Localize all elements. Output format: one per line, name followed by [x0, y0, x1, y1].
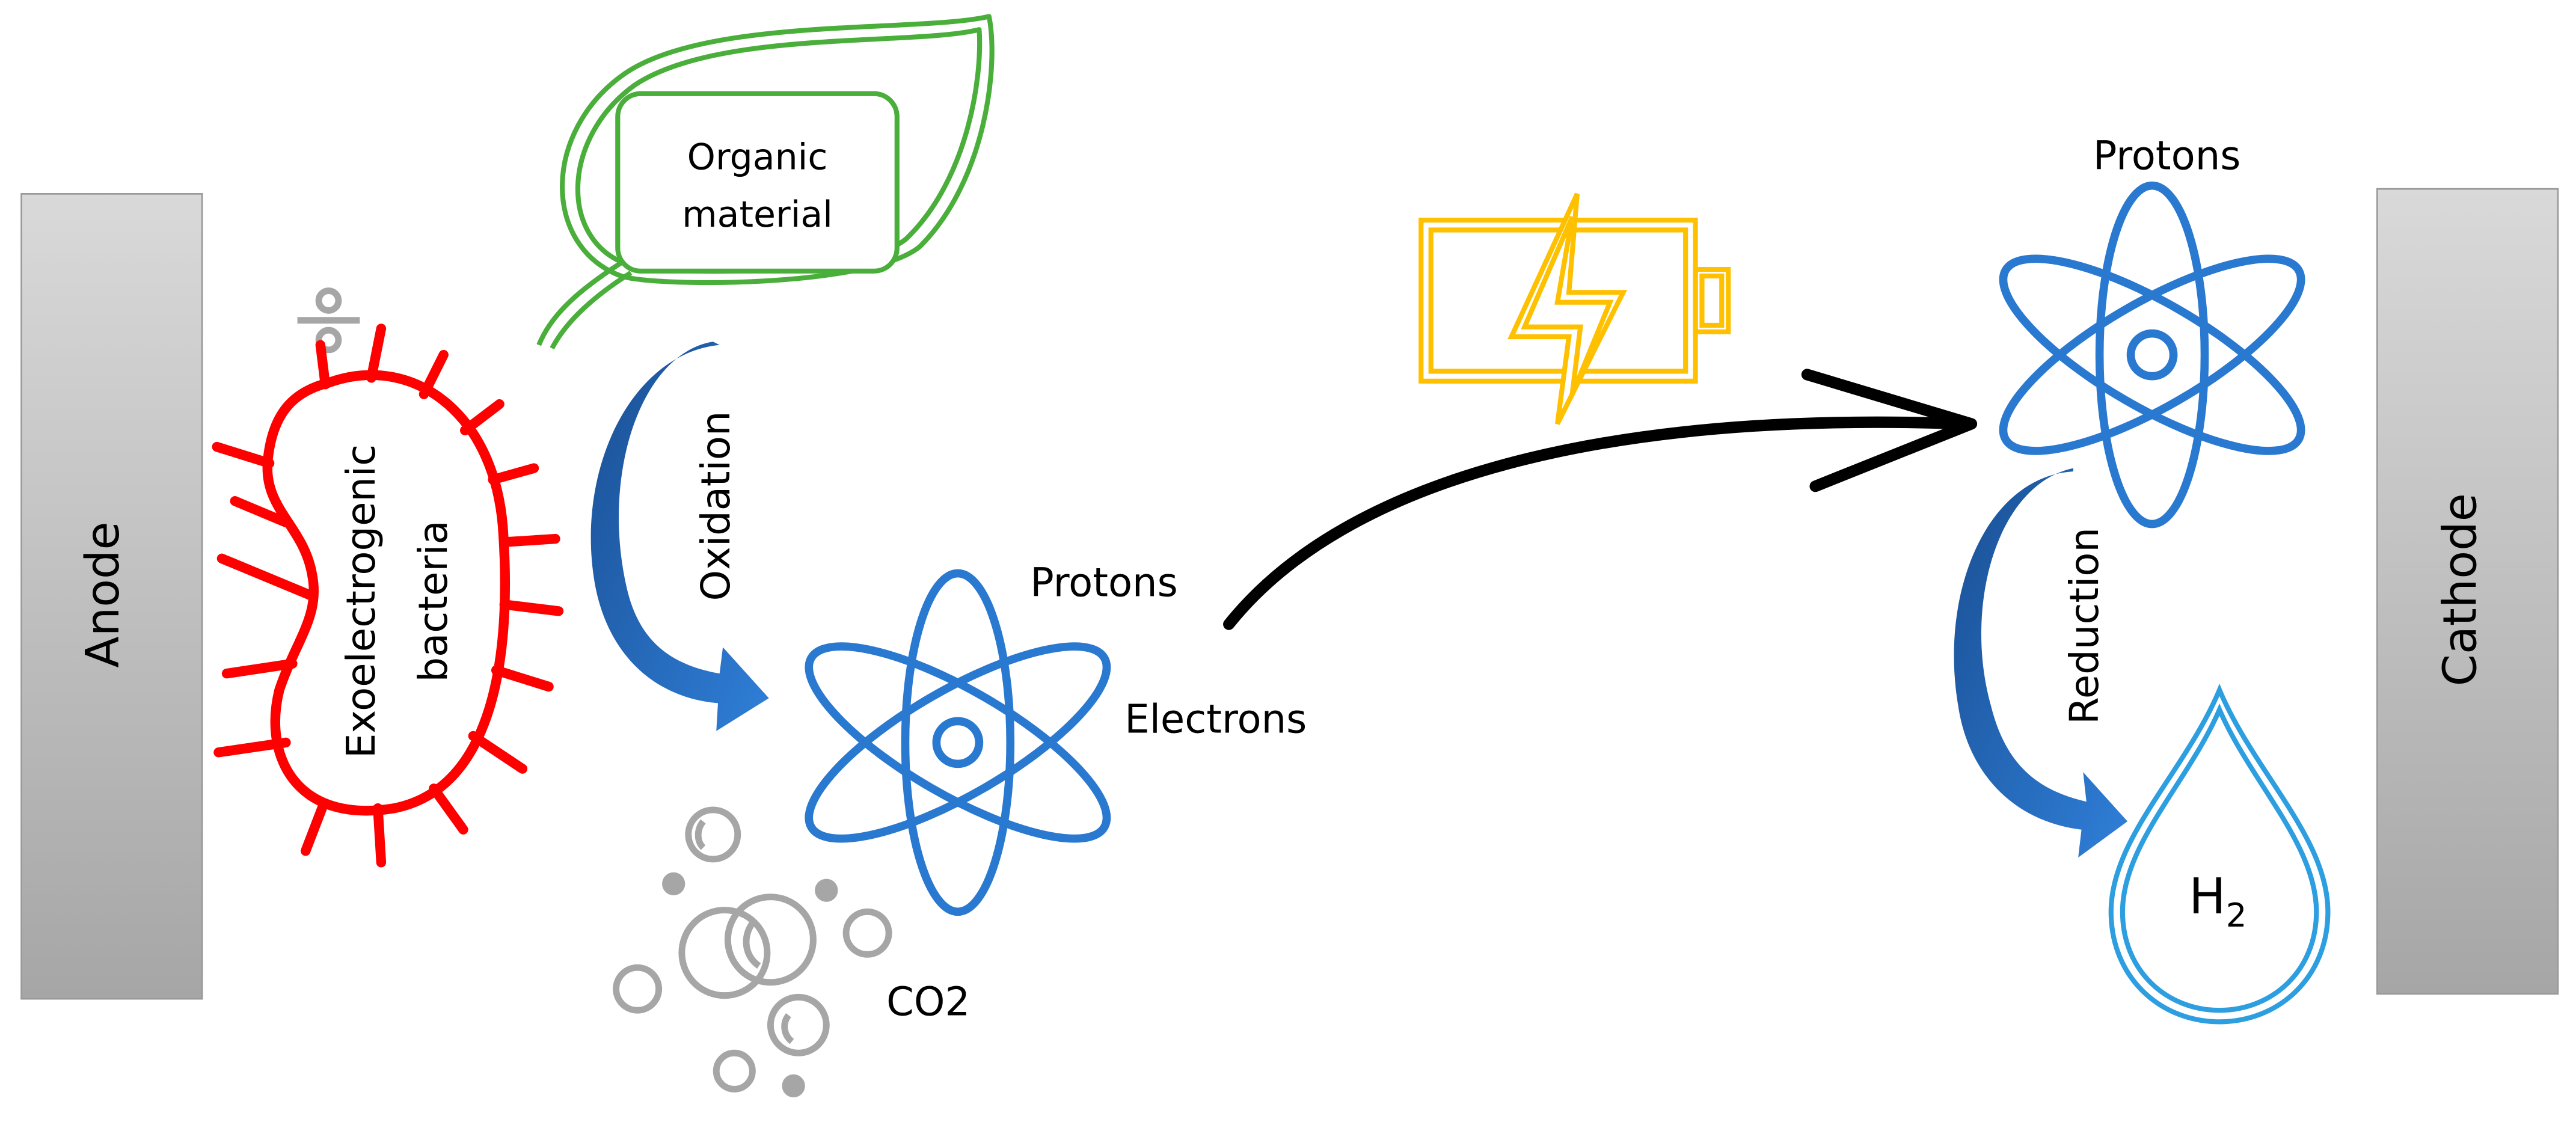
curved-arrow-icon	[1954, 468, 2128, 858]
leaf-label-line1: Organic	[687, 136, 828, 178]
electron-flow-arrow	[1223, 369, 1978, 630]
anode-electrode: Anode	[20, 193, 203, 1000]
hydrogen-label: H2	[2189, 868, 2246, 934]
reduction-arrow	[1954, 468, 2128, 858]
hydrogen-subscript: 2	[2226, 896, 2247, 934]
division-icon	[297, 287, 360, 354]
droplet-icon	[2108, 683, 2331, 1025]
co2-label: CO2	[886, 979, 970, 1025]
battery-icon	[1418, 192, 1731, 425]
reduction-label: Reduction	[2062, 527, 2108, 725]
curved-arrow-icon	[590, 342, 769, 731]
right-protons-label: Protons	[2093, 133, 2240, 179]
bubbles-icon	[613, 806, 892, 1098]
cathode-label: Cathode	[2433, 493, 2487, 686]
atom-icon	[1999, 181, 2305, 529]
oxidation-arrow	[590, 342, 769, 731]
cathode-electrode: Cathode	[2376, 188, 2559, 995]
atom-icon	[805, 569, 1111, 916]
leaf-icon	[536, 14, 995, 350]
anode-label: Anode	[76, 521, 130, 667]
leaf-label-line2: material	[682, 194, 833, 236]
middle-electrons-label: Electrons	[1124, 697, 1307, 743]
bacteria-icon	[212, 323, 564, 868]
bacteria-label-line2: bacteria	[411, 520, 456, 682]
middle-protons-label: Protons	[1030, 560, 1177, 606]
oxidation-label: Oxidation	[693, 411, 739, 601]
hydrogen-symbol: H	[2189, 868, 2226, 925]
bacteria-label-line1: Exoelectrogenic	[339, 444, 384, 758]
